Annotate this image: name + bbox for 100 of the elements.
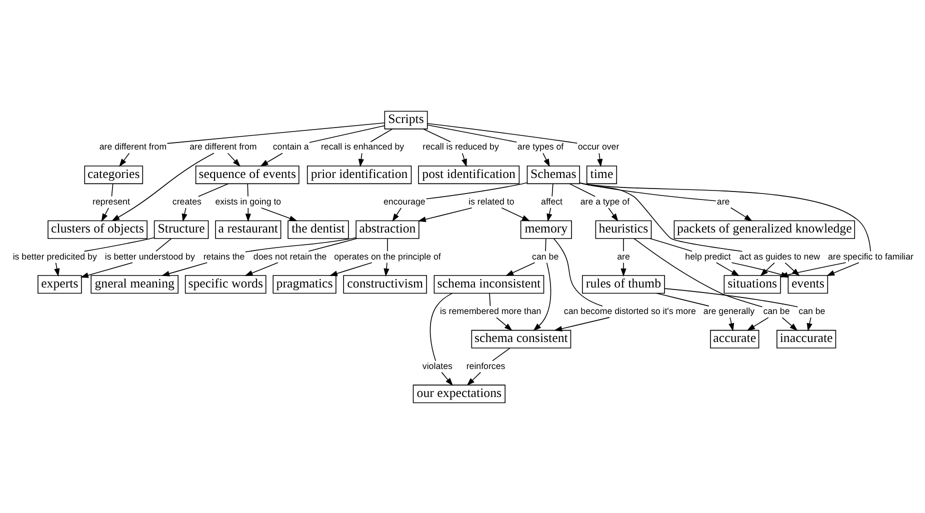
node-box: schema consistent: [470, 329, 571, 348]
node-text: are specific to familiar: [827, 250, 913, 261]
node-text: is remembered more than: [439, 306, 541, 316]
node-text: contain a: [272, 141, 308, 152]
node-text: are different from: [189, 141, 256, 152]
arrow: [546, 207, 552, 222]
arrow: [226, 152, 240, 166]
node-text: encourage: [383, 196, 425, 206]
node-text: can be: [532, 250, 558, 261]
node-box: Scripts: [384, 110, 428, 129]
arrow: [328, 262, 372, 276]
node-text: does not retain the: [252, 250, 326, 261]
arrow: [80, 262, 132, 278]
connector: [664, 288, 798, 307]
connector: [578, 182, 742, 252]
connector: [308, 238, 357, 252]
arrow: [417, 206, 472, 222]
node-box: experts: [37, 274, 82, 294]
connector: [308, 124, 385, 142]
arrow: [440, 371, 453, 386]
connector: [244, 236, 356, 252]
node-box: events: [787, 274, 828, 294]
node-box: pragmatics: [272, 274, 336, 294]
node-box: rules of thumb: [582, 274, 664, 294]
arrow: [532, 262, 551, 330]
node-box: time: [586, 165, 617, 184]
arrow: [760, 262, 774, 276]
node-text: reinforces: [466, 360, 505, 370]
arrow: [461, 152, 466, 166]
arrow: [260, 152, 282, 166]
node-box: schema inconsistent: [433, 274, 544, 294]
node-text: operates on the principle of: [334, 250, 440, 261]
node-text: occur over: [577, 141, 619, 152]
connector: [656, 292, 709, 306]
arrow: [54, 262, 60, 276]
arrow: [608, 207, 618, 222]
arrow: [505, 262, 535, 276]
node-box: Structure: [153, 220, 208, 238]
node-box: a restaurant: [214, 220, 281, 238]
node-text: are a type of: [580, 196, 630, 206]
connector: [488, 292, 490, 306]
node-text: is better understood by: [104, 250, 194, 261]
connector: [649, 238, 692, 252]
arrow: [500, 206, 530, 221]
node-box: abstraction: [355, 220, 419, 238]
node-box: the dentist: [287, 220, 348, 238]
node-text: can be: [762, 306, 790, 316]
node-text: represent: [92, 196, 130, 206]
connector: [426, 124, 517, 142]
connector: [552, 238, 602, 306]
connector: [492, 347, 510, 361]
node-text: affect: [540, 196, 562, 206]
node-box: Schemas: [526, 165, 580, 184]
node-box: situations: [723, 274, 780, 294]
node-box: post identification: [418, 165, 520, 184]
connector: [429, 292, 452, 361]
arrow: [826, 262, 859, 276]
node-box: inaccurate: [776, 329, 836, 348]
arrow: [466, 371, 481, 386]
node-text: recall is enhanced by: [320, 141, 404, 152]
arrow: [806, 316, 812, 331]
node-text: can be: [798, 306, 825, 316]
connector: [578, 182, 870, 252]
node-box: packets of generalized knowledge: [673, 220, 855, 238]
node-text: act as guides to new: [738, 250, 820, 261]
node-text: creates: [172, 196, 201, 206]
connector: [197, 182, 228, 196]
node-text: exists in going to: [214, 196, 281, 206]
node-text: recall is reduced by: [422, 141, 498, 152]
connector: [425, 182, 527, 199]
connector: [622, 238, 624, 252]
node-text: is related to: [468, 196, 514, 206]
node-box: clusters of objects: [47, 220, 147, 238]
node-box: memory: [520, 220, 572, 238]
arrow: [728, 316, 734, 331]
arrow: [496, 316, 512, 330]
arrow: [781, 316, 798, 330]
node-box: constructivism: [342, 274, 426, 294]
arrow: [383, 262, 389, 276]
node-box: sequence of events: [194, 165, 299, 184]
arrow: [746, 316, 768, 330]
node-box: prior identification: [306, 165, 412, 184]
node-text: violates: [422, 360, 452, 370]
arrow: [260, 206, 297, 221]
connector: [155, 238, 172, 252]
node-box: our expectations: [412, 384, 505, 403]
connector: [633, 238, 762, 307]
connector: [83, 236, 154, 252]
node-text: is better predicited by: [12, 250, 96, 261]
node-text: are: [616, 250, 630, 261]
node-text: are: [716, 196, 730, 206]
node-box: accurate: [710, 329, 759, 348]
arrow: [715, 262, 740, 276]
connector: [386, 238, 388, 252]
node-text: can become distorted so it's more: [563, 306, 696, 316]
arrow: [784, 262, 800, 276]
node-box: specific words: [184, 274, 266, 294]
node-text: are types of: [516, 141, 564, 152]
arrow: [160, 262, 208, 276]
arrow: [392, 207, 402, 222]
